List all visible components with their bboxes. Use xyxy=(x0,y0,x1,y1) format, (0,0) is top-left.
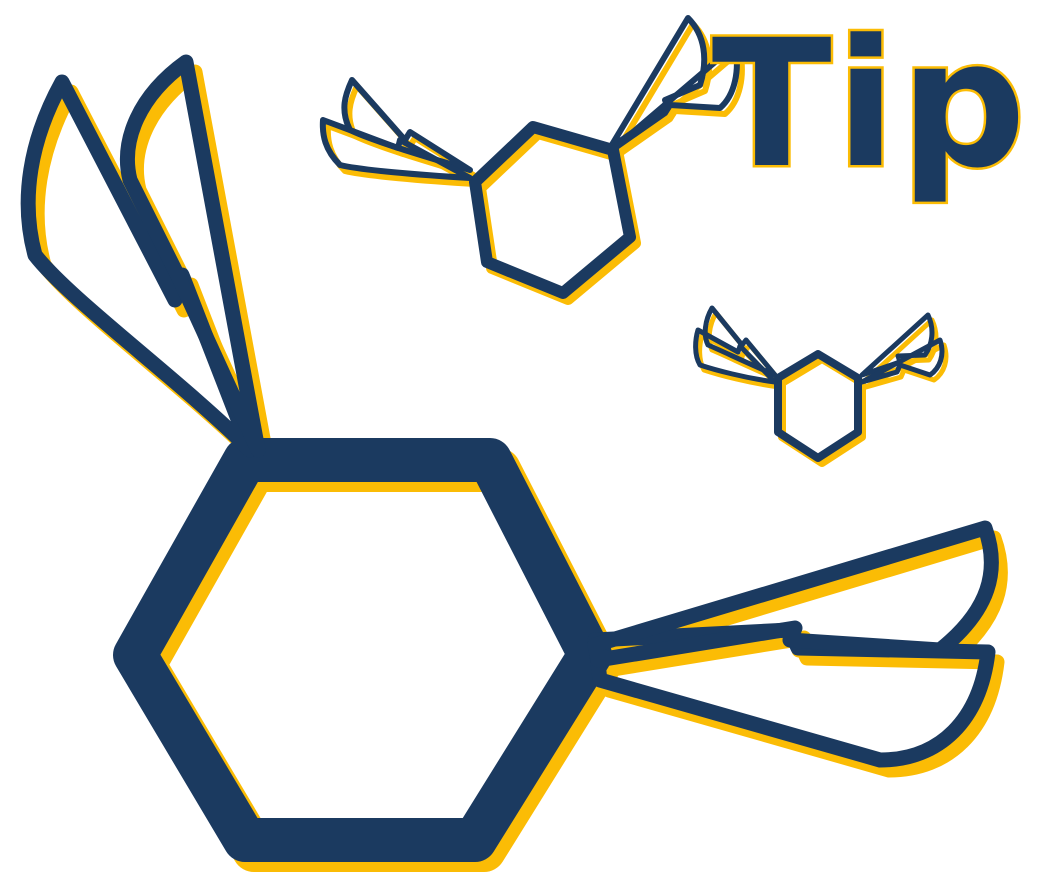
tip-wordmark: Tip xyxy=(709,0,1030,210)
medium-winged-hexagon-icon xyxy=(319,15,745,305)
tip-wordmark-text: Tip xyxy=(712,2,1030,207)
large-winged-hexagon-icon xyxy=(20,54,1008,872)
small-winged-hexagon-icon xyxy=(693,305,949,467)
